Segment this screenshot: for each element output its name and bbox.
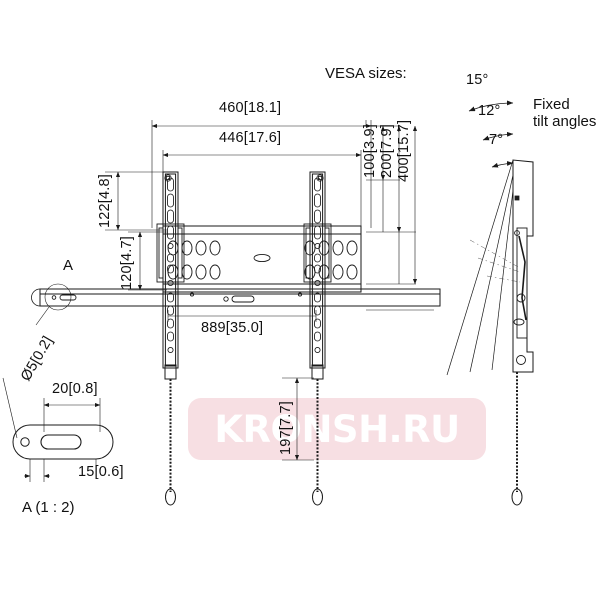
dimension-width-inner: 446[17.6]	[219, 130, 282, 146]
detail-callout-a: A	[63, 257, 74, 274]
detail-a-slot-length: 20[0.8]	[52, 381, 98, 397]
tilt-angles-title-line1: Fixed	[533, 96, 570, 113]
detail-a-geometry	[12, 424, 114, 460]
rail-clamp-left	[156, 223, 185, 283]
vertical-rail-left-holes	[167, 177, 174, 354]
rail-clamp-right	[303, 223, 332, 283]
tilt-angle-12: 12°	[478, 103, 501, 119]
tilt-angles-title-line2: tilt angles	[533, 113, 597, 130]
tilt-angle-7: 7°	[489, 132, 504, 148]
dimension-left-lower: 120[4.7]	[119, 235, 135, 290]
plate-screws	[164, 174, 324, 182]
dimension-left-upper: 122[4.8]	[97, 173, 113, 228]
dimension-cord-length: 197[7.7]	[278, 400, 294, 455]
side-view	[512, 159, 534, 373]
tilt-angle-15: 15°	[466, 72, 489, 88]
dimension-vesa-400: 400[15.7]	[396, 119, 412, 182]
vertical-rail-right-holes	[314, 177, 321, 354]
pull-cord-side	[511, 372, 523, 506]
tilt-fan	[446, 100, 514, 376]
detail-a-dimensions	[2, 377, 101, 482]
vertical-rail-right	[309, 171, 326, 369]
tilt-centerlines	[469, 239, 521, 283]
dimension-width-outer: 460[18.1]	[219, 100, 282, 116]
lower-rail-slot	[51, 292, 303, 303]
watermark-background	[188, 398, 486, 460]
vertical-rail-left	[162, 171, 179, 369]
bracket-lower-rail	[31, 288, 441, 307]
watermark-text: KRONSH.RU	[214, 407, 460, 451]
dimension-lines	[35, 120, 434, 461]
detail-a-slot-width: 15[0.6]	[78, 464, 124, 480]
dimension-bottom-width: 889[35.0]	[201, 320, 264, 336]
detail-a-title: A (1 : 2)	[22, 499, 75, 516]
pull-cord-left	[164, 364, 177, 506]
dimension-vesa-200: 200[7.9]	[379, 123, 395, 178]
pull-cord-right	[311, 364, 324, 506]
vesa-sizes-title: VESA sizes:	[325, 65, 407, 82]
dimension-vesa-100: 100[3.9]	[362, 123, 378, 178]
